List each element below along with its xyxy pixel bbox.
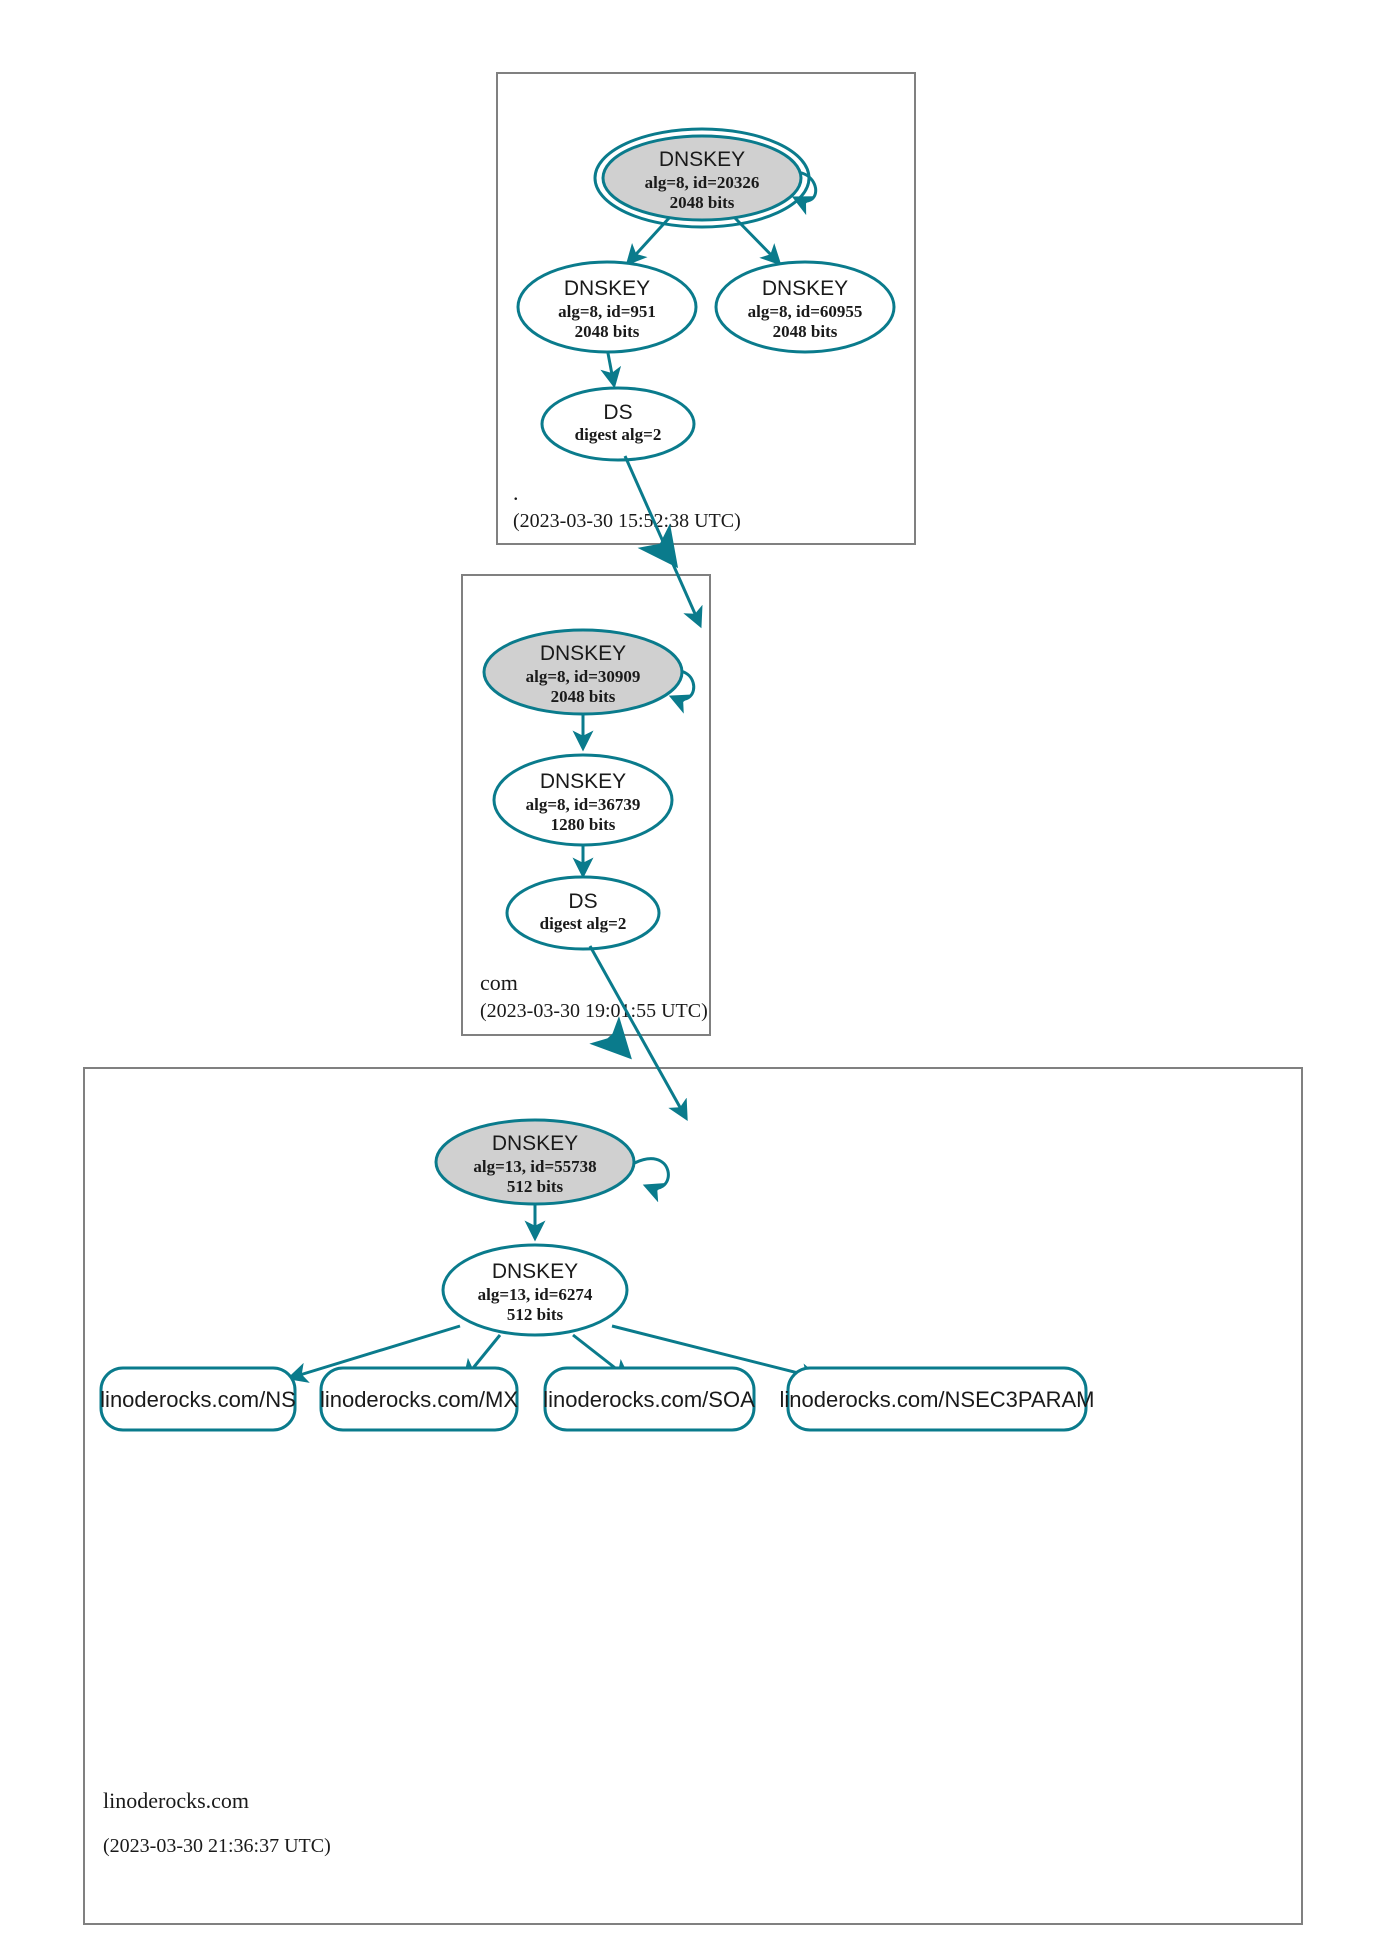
node-title: DNSKEY: [564, 277, 650, 300]
zone-cluster-root: DNSKEY alg=8, id=20326 2048 bits DNSKEY …: [496, 72, 916, 545]
edge-zsk-to-rrset-nsec3param: [611, 1324, 822, 1384]
zone-name-com: com: [480, 970, 518, 995]
node-title: DNSKEY: [540, 642, 626, 665]
node-root-ksk-20326[interactable]: DNSKEY alg=8, id=20326 2048 bits: [601, 134, 803, 222]
node-ellipse: [434, 1118, 636, 1206]
node-com-zsk-36739[interactable]: DNSKEY alg=8, id=36739 1280 bits: [492, 753, 674, 847]
edge-zone-com-to-linoderocks: [589, 1015, 632, 1060]
node-params: digest alg=2: [540, 914, 627, 933]
node-size: 512 bits: [507, 1305, 564, 1324]
node-params: alg=8, id=30909: [526, 667, 641, 686]
node-root-ds-com[interactable]: DS digest alg=2: [540, 386, 696, 462]
edge-zone-root-to-com: [637, 523, 679, 569]
node-params: digest alg=2: [575, 425, 662, 444]
rrset-box: [786, 1366, 1088, 1432]
edge-root-zsk951-to-ds: [600, 347, 622, 389]
node-size: 1280 bits: [551, 815, 616, 834]
node-ellipse: [505, 875, 661, 951]
node-params: alg=13, id=55738: [473, 1157, 596, 1176]
rrset-box: [543, 1366, 756, 1432]
rrset-nsec3param[interactable]: linoderocks.com/NSEC3PARAM: [779, 1366, 1095, 1432]
zone-timestamp-root: (2023-03-30 15:52:38 UTC): [513, 510, 741, 532]
node-size: 2048 bits: [670, 193, 735, 212]
rrset-label: linoderocks.com/NSEC3PARAM: [779, 1387, 1094, 1412]
edge-com-ds-to-child-ksk: [588, 945, 688, 1122]
edge-zsk-to-rrset-ns: [286, 1324, 461, 1383]
node-title: DS: [568, 890, 597, 913]
rrset-ns[interactable]: linoderocks.com/NS: [99, 1366, 297, 1432]
node-ellipse: [516, 260, 698, 354]
node-params: alg=8, id=20326: [645, 173, 760, 192]
node-title: DNSKEY: [762, 277, 848, 300]
node-params: alg=8, id=36739: [526, 795, 641, 814]
rrset-box: [319, 1366, 519, 1432]
rrset-label: linoderocks.com/NS: [100, 1387, 296, 1412]
node-root-zsk-60955[interactable]: DNSKEY alg=8, id=60955 2048 bits: [714, 260, 896, 354]
zone-name-root: .: [513, 480, 519, 505]
node-title: DNSKEY: [492, 1260, 578, 1283]
zone-cluster-linoderocks: DNSKEY alg=13, id=55738 512 bits DNSKEY …: [83, 1067, 1303, 1925]
zone-cluster-com: DNSKEY alg=8, id=30909 2048 bits DNSKEY …: [461, 574, 711, 1036]
node-root-zsk-951[interactable]: DNSKEY alg=8, id=951 2048 bits: [516, 260, 698, 354]
node-params: alg=13, id=6274: [478, 1285, 593, 1304]
node-size: 2048 bits: [773, 322, 838, 341]
node-size: 512 bits: [507, 1177, 564, 1196]
trust-anchor-ring: [593, 127, 811, 229]
node-size: 2048 bits: [575, 322, 640, 341]
node-ellipse: [714, 260, 896, 354]
node-title: DNSKEY: [492, 1132, 578, 1155]
node-ellipse: [482, 628, 684, 716]
zone-timestamp-com: (2023-03-30 19:01:55 UTC): [480, 1000, 708, 1022]
node-child-ksk-55738[interactable]: DNSKEY alg=13, id=55738 512 bits: [434, 1118, 636, 1206]
node-size: 2048 bits: [551, 687, 616, 706]
zone-timestamp-linoderocks: (2023-03-30 21:36:37 UTC): [103, 1835, 331, 1857]
node-ellipse: [601, 134, 803, 222]
zone-box-linoderocks: [83, 1067, 1303, 1925]
node-title: DNSKEY: [540, 770, 626, 793]
rrset-soa[interactable]: linoderocks.com/SOA: [543, 1366, 756, 1432]
rrset-label: linoderocks.com/SOA: [543, 1387, 755, 1412]
node-params: alg=8, id=60955: [748, 302, 863, 321]
node-ellipse: [540, 386, 696, 462]
node-child-zsk-6274[interactable]: DNSKEY alg=13, id=6274 512 bits: [441, 1243, 629, 1337]
node-com-ksk-30909[interactable]: DNSKEY alg=8, id=30909 2048 bits: [482, 628, 684, 716]
node-ellipse: [441, 1243, 629, 1337]
rrset-label: linoderocks.com/MX: [320, 1387, 518, 1412]
node-com-ds-child[interactable]: DS digest alg=2: [505, 875, 661, 951]
node-ellipse: [492, 753, 674, 847]
edge-self-sign-child-ksk: [628, 1157, 670, 1203]
zone-name-linoderocks: linoderocks.com: [103, 1788, 249, 1813]
rrset-box: [99, 1366, 297, 1432]
rrset-mx[interactable]: linoderocks.com/MX: [319, 1366, 519, 1432]
node-title: DS: [603, 401, 632, 424]
node-title: DNSKEY: [659, 148, 745, 171]
node-params: alg=8, id=951: [558, 302, 656, 321]
